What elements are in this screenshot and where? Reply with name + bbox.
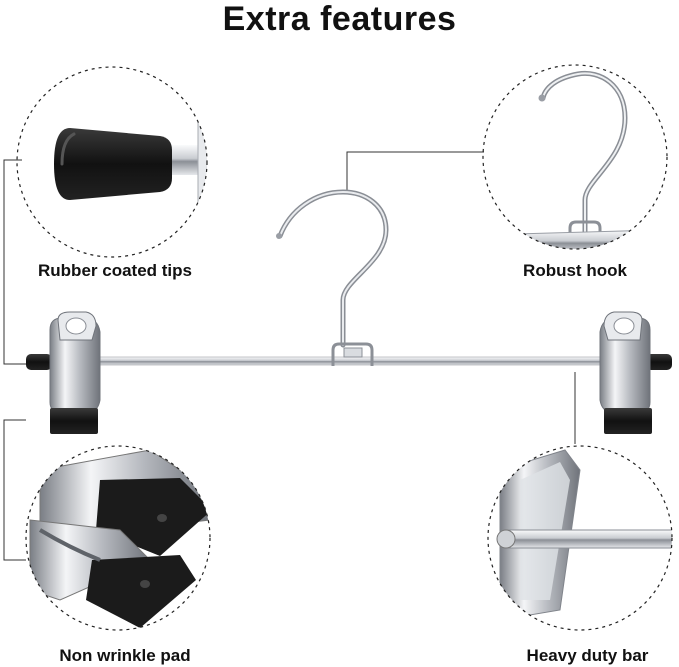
feature-label-robust-hook: Robust hook [523, 261, 627, 280]
left-clip [26, 311, 101, 434]
feature-label-non-wrinkle-pad: Non wrinkle pad [59, 646, 191, 665]
clip-pad-icon [25, 445, 211, 631]
feature-label-rubber-tips: Rubber coated tips [38, 261, 192, 280]
right-clip [599, 311, 672, 434]
feature-label-heavy-duty-bar: Heavy duty bar [526, 646, 649, 665]
rubber-tip-icon [16, 66, 208, 258]
hanger [26, 189, 672, 434]
bar-icon [487, 445, 673, 631]
hook-icon [482, 64, 668, 250]
page-title: Extra features [222, 0, 457, 38]
leader-lines [3, 151, 576, 561]
